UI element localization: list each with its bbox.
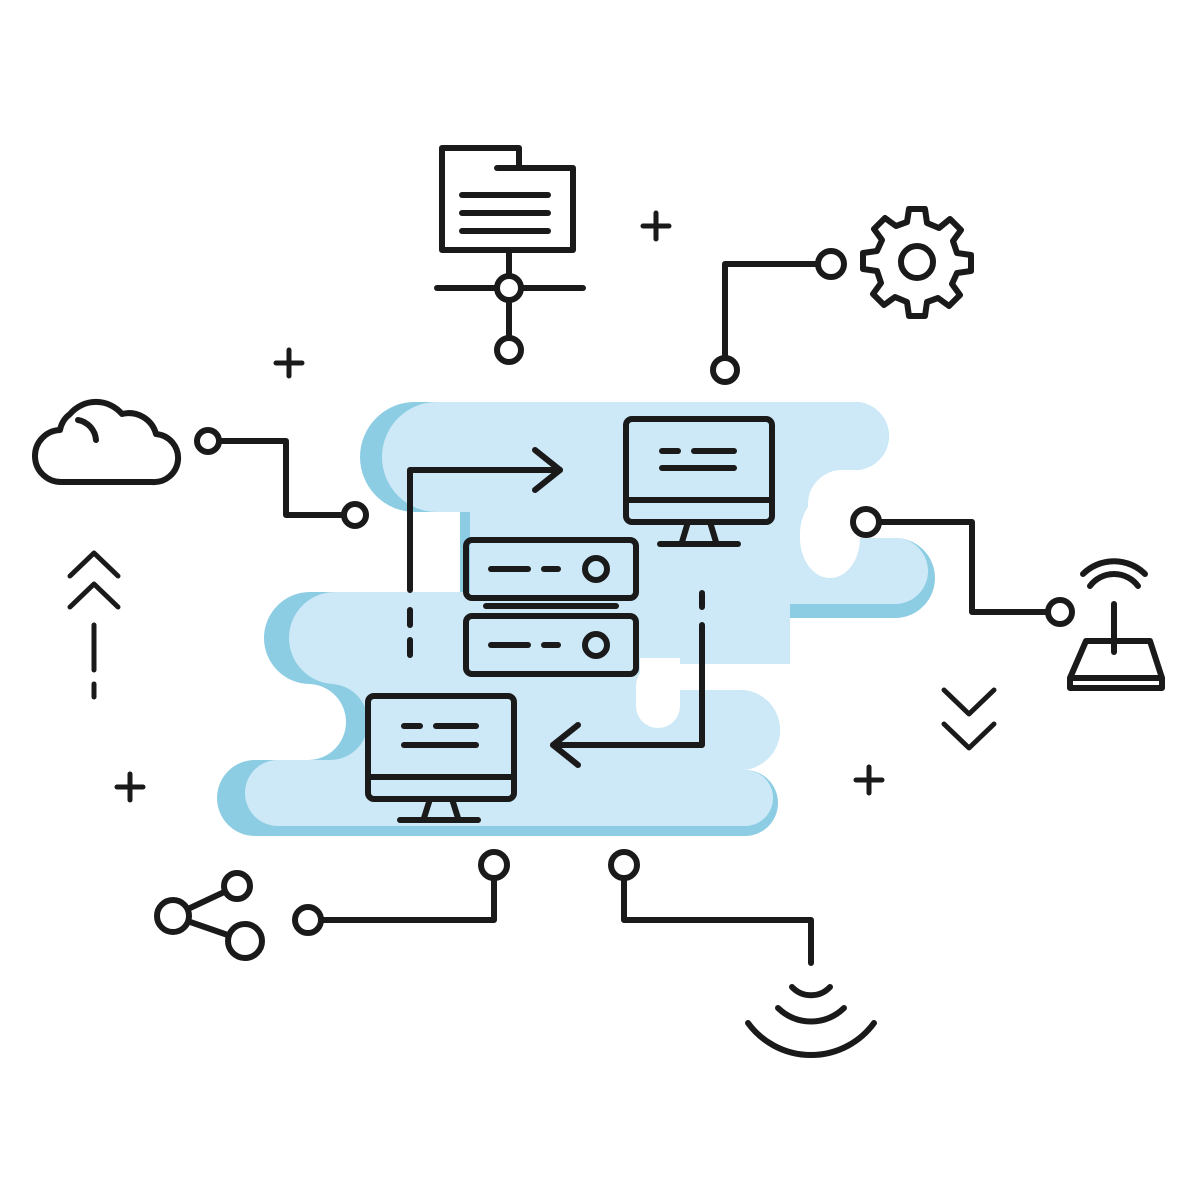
wireless-wave-3: [745, 1020, 877, 1059]
wireless-wave-2: [775, 1005, 847, 1025]
gear-hole: [898, 243, 936, 281]
server-unit-bottom: [463, 613, 639, 677]
chevron-up-1: [67, 550, 121, 579]
arrow-down-path: [550, 622, 705, 748]
router-connector: [850, 506, 1075, 627]
router-connector-node-left: [850, 506, 882, 538]
router-connector-line: [876, 519, 1051, 615]
cloud-connector-node-right: [341, 501, 369, 529]
router-connector-node-right: [1045, 597, 1075, 627]
monitor-bottom-screen: [365, 693, 517, 802]
plus-icon: [114, 771, 146, 803]
gear-connector-node-top: [815, 248, 847, 280]
share-node-bottom: [225, 921, 265, 961]
arrow-to-top-monitor: [407, 447, 563, 658]
network-drop-node: [494, 335, 524, 365]
plus-icon-top: [640, 210, 672, 242]
document-network-icon: [434, 145, 586, 365]
share-icon: [154, 870, 265, 961]
arrow-right-head: [532, 447, 563, 493]
chevrons-up-icon: [67, 550, 121, 700]
wireless-connector-node: [608, 849, 640, 881]
router-base: [1067, 675, 1165, 691]
wireless-connector-line: [621, 875, 814, 966]
chevrons-down-icon: [941, 687, 997, 751]
monitor-icon: [365, 693, 517, 823]
monitor-top-stand: [679, 519, 719, 545]
server-unit-top: [463, 537, 639, 601]
blob-notches: [636, 494, 860, 728]
gear-icon: [860, 206, 974, 319]
share-connector: [292, 849, 510, 936]
monitor-top-screen: [623, 416, 775, 525]
arrow-left-head: [550, 722, 581, 768]
arrow-to-bottom-monitor: [550, 590, 705, 768]
share-connector-node-left: [292, 904, 324, 936]
server-unit-bottom-body: [463, 613, 639, 677]
wireless-signal-icon: [745, 984, 877, 1059]
wireless-wave-1: [789, 984, 833, 999]
monitor-bottom-stand: [421, 796, 461, 821]
server-unit-bottom-led: [582, 631, 610, 659]
folder-outline: [439, 145, 576, 253]
cloud-connector-line: [216, 438, 346, 518]
server-icon: [463, 537, 639, 677]
share-node-left: [154, 897, 192, 935]
cloud-icon: [32, 398, 182, 486]
share-connector-line: [318, 875, 497, 923]
gear-connector-node-bottom: [710, 355, 740, 385]
gear-connector-line: [722, 261, 821, 361]
arrow-up-path: [407, 467, 563, 593]
cloud-outline: [32, 398, 182, 486]
chevron-down-1: [941, 687, 997, 717]
plus-icon: [853, 764, 885, 796]
cloud-connector: [194, 427, 369, 529]
share-node-top: [221, 870, 253, 902]
router-signal-inner: [1087, 571, 1141, 589]
server-unit-top-body: [463, 537, 639, 601]
cloud-connector-node-left: [194, 427, 222, 455]
wireless-connector: [608, 849, 814, 966]
monitor-icon: [623, 416, 775, 547]
router-signal-outer: [1080, 558, 1148, 577]
cloud-inner-curve: [75, 417, 99, 443]
plus-icon: [273, 347, 305, 379]
server-unit-top-led: [582, 555, 610, 583]
plus-icon-lower-right: [853, 764, 885, 796]
chevron-down-2: [941, 721, 997, 751]
plus-icon: [640, 210, 672, 242]
plus-icon-lower-left: [114, 771, 146, 803]
plus-icon-upper-left: [273, 347, 305, 379]
share-connector-node-top: [478, 849, 510, 881]
chevron-up-2: [67, 581, 121, 610]
router-icon: [1067, 558, 1165, 691]
network-hub-node: [494, 273, 524, 303]
gear-connector: [710, 248, 847, 385]
